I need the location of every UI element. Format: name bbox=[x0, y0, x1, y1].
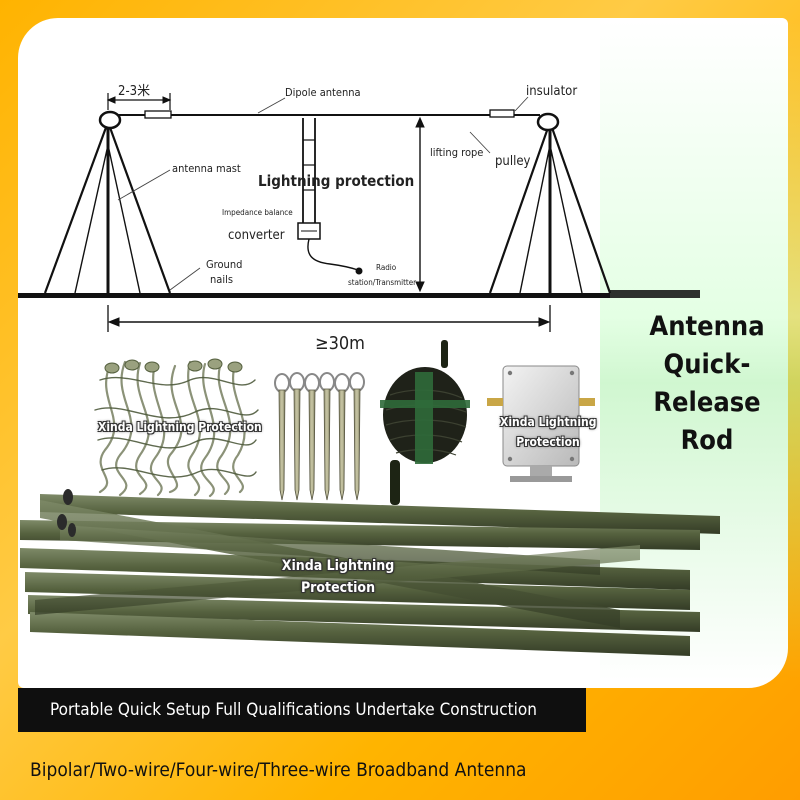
dipole-wire bbox=[106, 93, 540, 119]
rope-watermark: Xinda Lightning Protection bbox=[98, 420, 262, 434]
side-title: Antenna Quick-Release Rod bbox=[612, 308, 800, 460]
box-watermark-line1: Xinda Lightning bbox=[500, 415, 597, 429]
side-title-line2: Quick-Release bbox=[653, 349, 761, 418]
quick-release-rods bbox=[20, 489, 720, 656]
lifting-rope-label: lifting rope bbox=[430, 146, 484, 159]
box-watermark-line2: Protection bbox=[516, 435, 580, 449]
ground-line bbox=[18, 290, 700, 298]
cable-reel bbox=[380, 340, 470, 505]
lightning-box bbox=[487, 365, 595, 482]
rope-bundles bbox=[94, 358, 259, 498]
feed-line bbox=[297, 118, 363, 275]
rods-watermark-line2: Protection bbox=[300, 580, 376, 596]
dipole-antenna-label: Dipole antenna bbox=[285, 86, 361, 99]
leader-lines bbox=[117, 96, 529, 291]
left-mast bbox=[43, 110, 172, 294]
lightning-protection-label: Lightning protection bbox=[258, 172, 415, 190]
black-banner bbox=[18, 688, 586, 732]
distance-label: ≥30m bbox=[315, 333, 365, 354]
radio-label-line1: Radio bbox=[376, 263, 397, 272]
pulley-label: pulley bbox=[495, 154, 531, 169]
insulator-label: insulator bbox=[526, 84, 578, 99]
height-arrow bbox=[415, 116, 425, 293]
side-title-line3: Rod bbox=[680, 425, 734, 456]
antenna-mast-label: antenna mast bbox=[172, 162, 241, 175]
converter-label: converter bbox=[228, 228, 285, 243]
side-title-line1: Antenna bbox=[649, 311, 765, 342]
banner-text: Portable Quick Setup Full Qualifications… bbox=[50, 700, 537, 720]
ground-nails-label-line1: Ground bbox=[206, 258, 243, 271]
distance-arrow bbox=[107, 305, 551, 332]
radio-label-line2: station/Transmitter bbox=[348, 278, 417, 287]
right-mast bbox=[488, 112, 612, 294]
bottom-caption: Bipolar/Two-wire/Four-wire/Three-wire Br… bbox=[30, 759, 527, 781]
rods-watermark-line1: Xinda Lightning bbox=[281, 558, 395, 574]
ground-stakes bbox=[274, 372, 365, 501]
spacing-label: 2-3米 bbox=[118, 84, 151, 99]
impedance-balance-label: Impedance balance bbox=[222, 208, 293, 217]
ground-nails-label-line2: nails bbox=[210, 273, 233, 286]
